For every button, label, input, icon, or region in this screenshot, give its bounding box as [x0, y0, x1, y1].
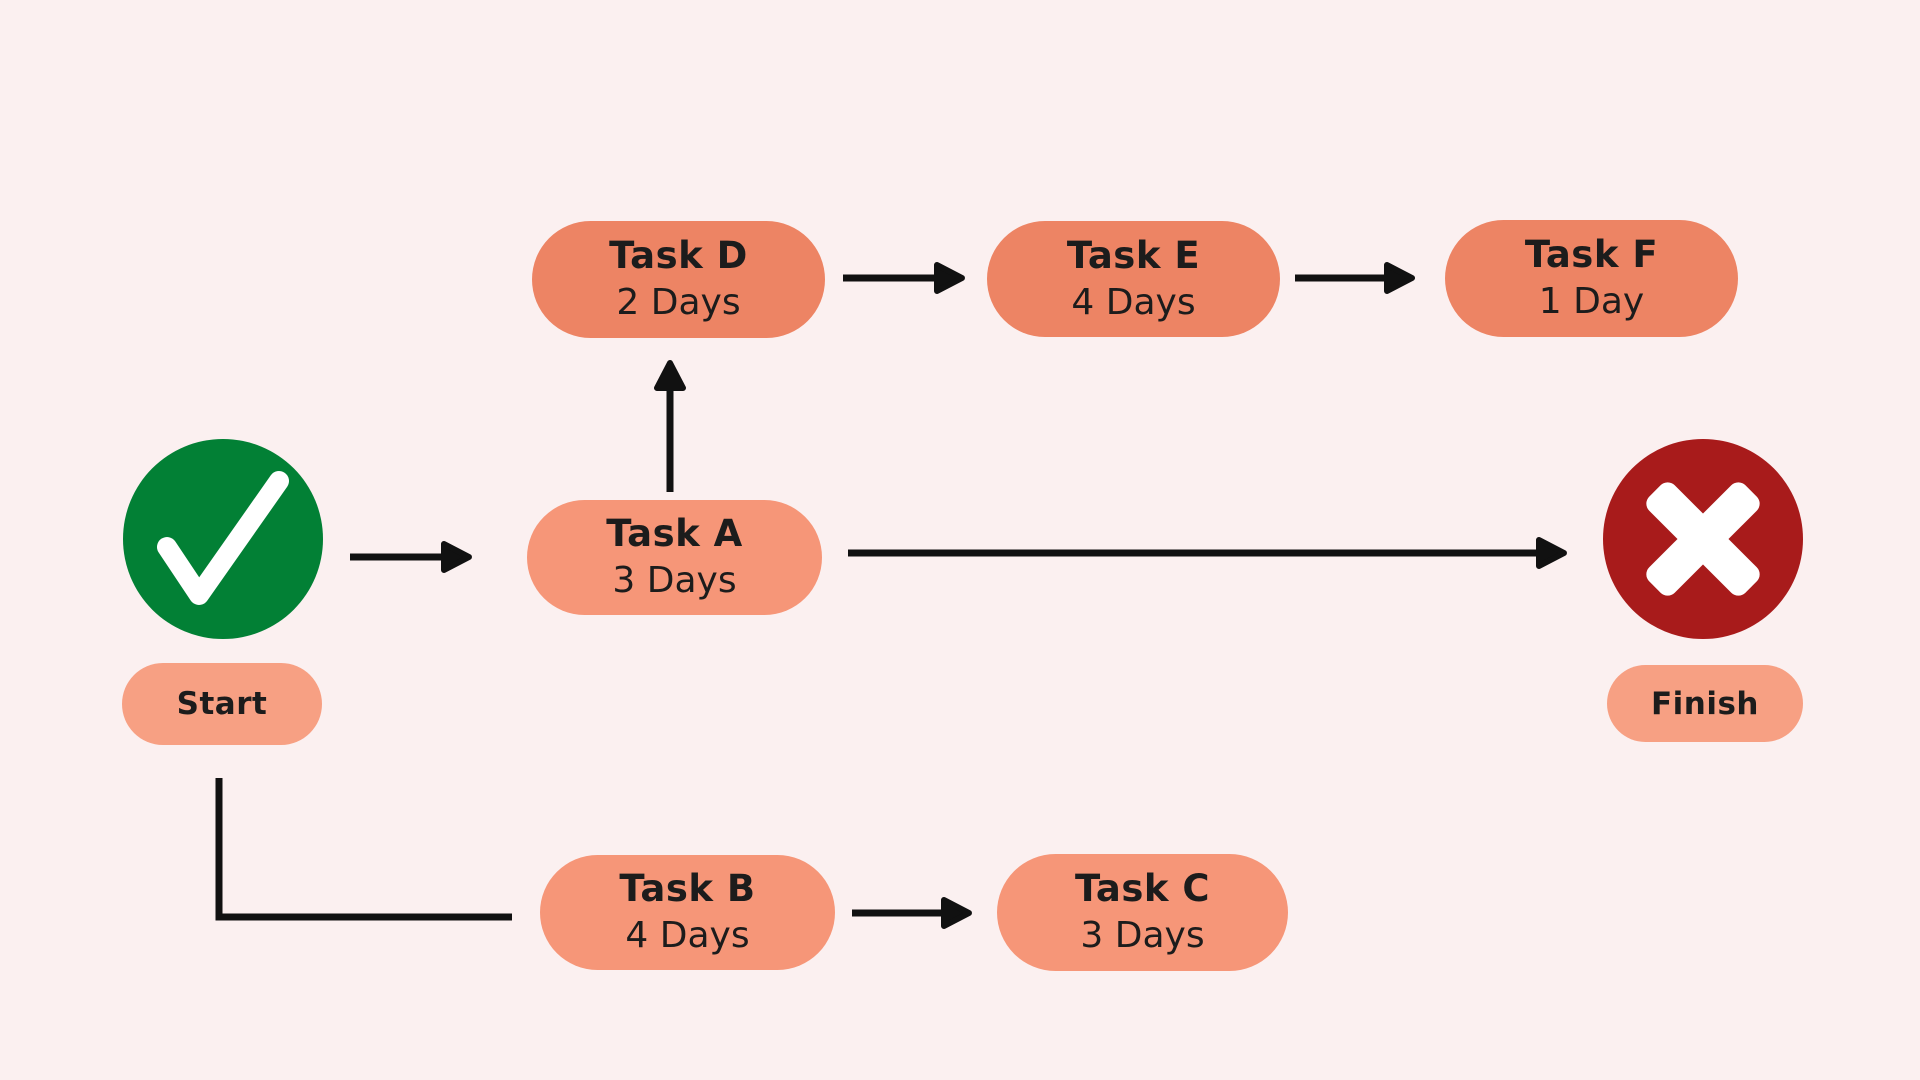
edge-task-b-to-task-c	[852, 897, 972, 929]
arrowhead-icon	[441, 541, 472, 573]
edge-task-d-to-task-e	[843, 262, 965, 294]
edge-task-a-to-task-d	[654, 360, 686, 492]
edge-task-a-to-finish	[848, 537, 1567, 569]
start-label: Start	[176, 686, 268, 722]
task-b-node[interactable]: Task B 4 Days	[540, 855, 835, 970]
task-c-duration: 3 Days	[1080, 915, 1205, 957]
task-d-duration: 2 Days	[616, 282, 741, 324]
task-e-duration: 4 Days	[1071, 281, 1196, 323]
arrowhead-icon	[1384, 262, 1415, 294]
edge-task-e-to-task-f	[1295, 262, 1415, 294]
arrowhead-icon	[654, 360, 686, 391]
task-e-node[interactable]: Task E 4 Days	[987, 221, 1280, 337]
arrowhead-icon	[934, 262, 965, 294]
edge-start-to-task-b	[215, 778, 512, 921]
finish-label: Finish	[1650, 685, 1760, 722]
task-f-title: Task F	[1524, 233, 1659, 277]
task-a-node[interactable]: Task A 3 Days	[527, 500, 822, 615]
start-node[interactable]: Start	[122, 663, 322, 745]
edge-start-to-task-a	[350, 541, 472, 573]
arrowhead-icon	[1536, 537, 1567, 569]
task-b-duration: 4 Days	[625, 915, 750, 957]
task-d-title: Task D	[609, 234, 748, 278]
task-b-title: Task B	[619, 867, 756, 911]
task-a-title: Task A	[606, 512, 743, 556]
task-d-node[interactable]: Task D 2 Days	[532, 221, 825, 338]
task-c-title: Task C	[1074, 867, 1211, 911]
task-a-duration: 3 Days	[612, 560, 737, 602]
arrowhead-icon	[941, 897, 972, 929]
cross-icon	[1646, 482, 1760, 596]
checkmark-icon	[157, 471, 289, 605]
task-f-duration: 1 Day	[1538, 281, 1645, 323]
finish-node[interactable]: Finish	[1607, 665, 1803, 742]
start-status-circle[interactable]	[123, 439, 323, 639]
task-f-node[interactable]: Task F 1 Day	[1445, 220, 1738, 337]
task-e-title: Task E	[1066, 233, 1201, 277]
task-c-node[interactable]: Task C 3 Days	[997, 854, 1288, 971]
finish-status-circle[interactable]	[1603, 439, 1803, 639]
